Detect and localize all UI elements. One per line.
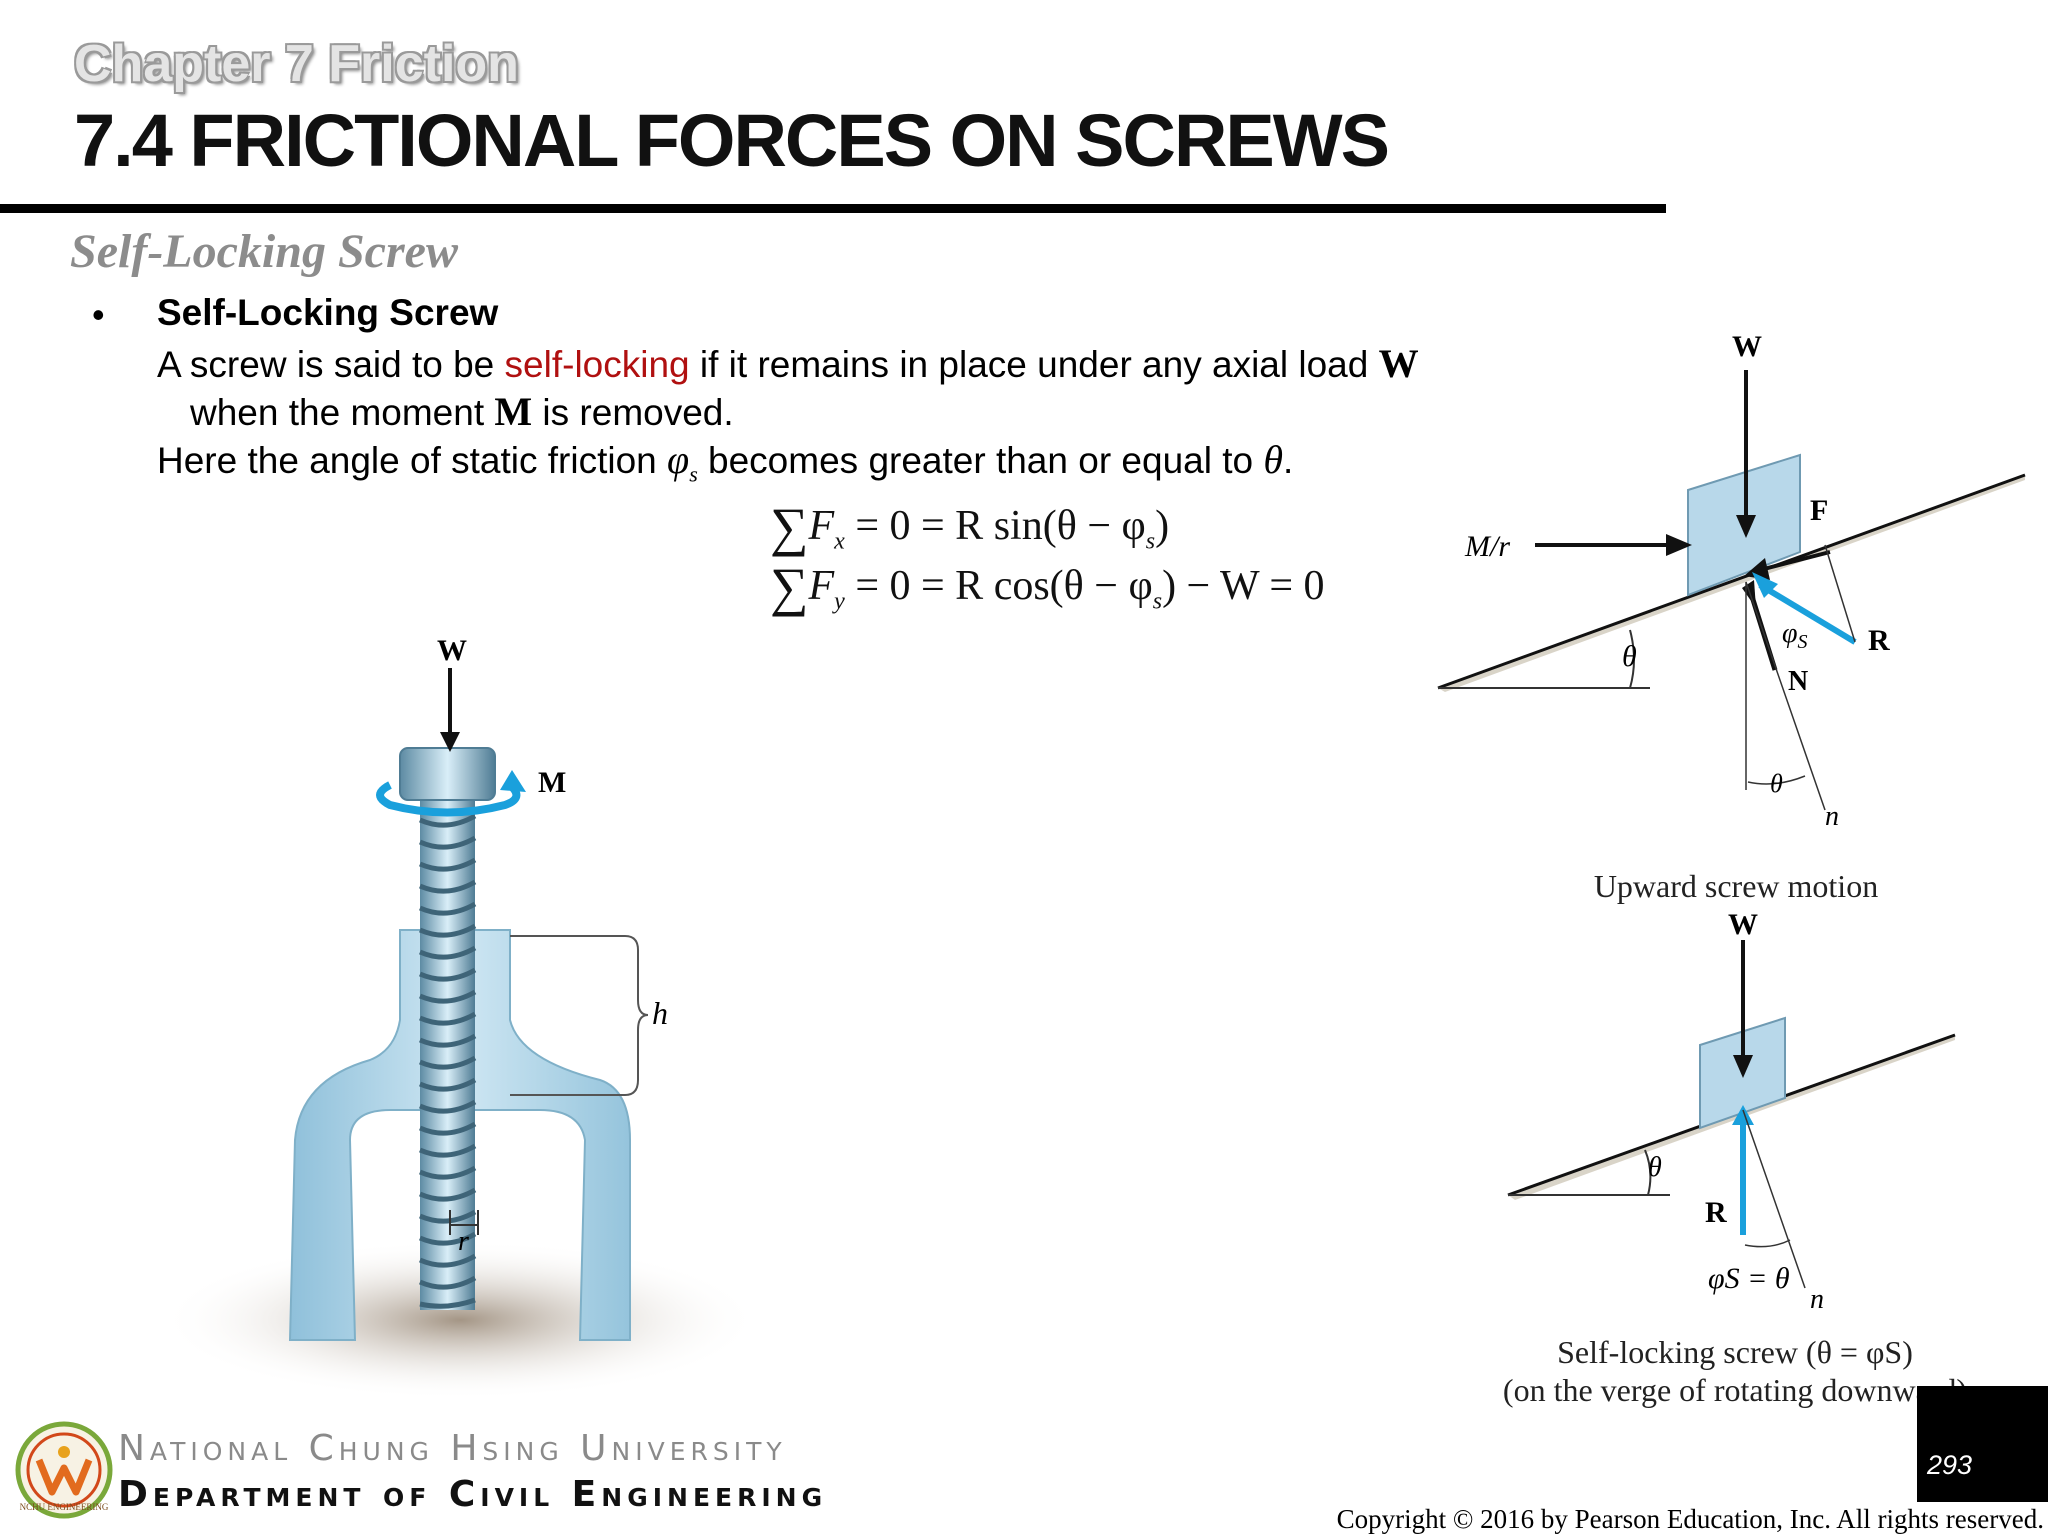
eq2-F: F <box>808 563 835 609</box>
eq1-F: F <box>808 503 835 549</box>
screw-jack-figure: W M h r <box>160 634 760 1400</box>
eq2-body: = 0 = R cos(θ − φ <box>844 563 1153 609</box>
caption-selflock-1: Self-locking screw (θ = φS) <box>1557 1334 1913 1370</box>
Mr-arrowhead <box>1666 534 1692 556</box>
label-M: M <box>538 766 566 799</box>
logo-inner-ring <box>26 1432 102 1508</box>
department-name: Department of Civil Engineering <box>118 1474 828 1515</box>
university-name: National Chung Hsing University <box>118 1428 787 1469</box>
theta-arc <box>1629 629 1635 689</box>
title-underline <box>0 204 1666 213</box>
label-W: W <box>437 634 467 667</box>
label-theta: θ <box>1622 640 1637 673</box>
theta-symbol: θ <box>1263 437 1284 482</box>
F-arrowhead <box>1744 558 1770 580</box>
W-arrowhead <box>1736 515 1756 538</box>
label-R: R <box>1868 624 1890 657</box>
screw-threads <box>418 813 477 1309</box>
phi-subscript: s <box>689 461 698 487</box>
label-theta: θ <box>1648 1152 1662 1183</box>
logo-mark <box>35 1458 93 1496</box>
line3-period: . <box>1283 440 1294 481</box>
page-title: 7.4 FRICTIONAL FORCES ON SCREWS <box>74 99 1390 182</box>
label-W: W <box>1732 330 1762 363</box>
label-phi-eq: φS = θ <box>1708 1262 1790 1295</box>
normal-n-line <box>1742 1109 1806 1289</box>
moment-arrow <box>376 781 521 817</box>
bullet-marker: • <box>92 294 105 335</box>
W-arrowhead <box>1733 1055 1753 1078</box>
upward-motion-figure: θ W M/r F R N φS θ n <box>1437 330 2026 832</box>
phi-angle-arc <box>1744 1239 1791 1248</box>
equation-sum-fx: ∑Fx = 0 = R sin(θ − φs) <box>770 496 1169 558</box>
caption-selflock-2: (on the verge of rotating downward) <box>1502 1372 1968 1408</box>
eq1-sub-x: x <box>834 528 845 555</box>
R-arrow <box>1758 582 1857 645</box>
eq2-end: ) − W = 0 <box>1162 563 1325 609</box>
line3-text-b: becomes greater than or equal to <box>697 440 1264 481</box>
section-subtitle: Self-Locking Screw <box>70 225 458 278</box>
screw-head <box>399 747 496 801</box>
R-arrowhead <box>1752 572 1778 598</box>
phi-symbol: φ <box>667 437 690 482</box>
logo-text: NCHU ENGINEERING <box>20 1502 109 1512</box>
self-locking-highlight: self-locking <box>504 344 690 385</box>
incline-line <box>1437 473 2026 690</box>
label-N: N <box>1788 666 1808 697</box>
theta-arc <box>1644 1149 1652 1196</box>
line1-text-a: A screw is said to be <box>157 344 505 385</box>
eq1-sub-s: s <box>1145 528 1156 555</box>
body-line-2: when the moment M is removed. <box>190 388 734 435</box>
chapter-label: Chapter 7 Friction <box>74 35 519 93</box>
label-theta-2: θ <box>1770 769 1783 798</box>
F-arrow <box>1759 550 1831 572</box>
eq2-sub-s: s <box>1152 588 1163 615</box>
nchu-logo: NCHU ENGINEERING <box>15 1421 113 1519</box>
sigma-symbol: ∑ <box>770 557 809 617</box>
body-line-1: A screw is said to be self-locking if it… <box>157 340 1419 387</box>
label-Mr: M/r <box>1464 530 1510 563</box>
caption-upward: Upward screw motion <box>1593 868 1879 904</box>
label-W: W <box>1728 910 1758 941</box>
R-component-line <box>1824 544 1856 643</box>
R-arrowhead <box>1732 1105 1754 1125</box>
body-line-3: Here the angle of static friction φs bec… <box>157 436 1293 487</box>
eq2-sub-y: y <box>834 588 845 615</box>
page-number-box <box>1917 1386 2048 1502</box>
equation-sum-fy: ∑Fy = 0 = R cos(θ − φs) − W = 0 <box>770 556 1325 618</box>
sigma-symbol: ∑ <box>770 497 809 557</box>
line2-text-b: is removed. <box>532 392 734 433</box>
label-n: n <box>1825 801 1839 832</box>
bullet-heading: Self-Locking Screw <box>157 292 499 333</box>
label-phi: φS <box>1782 618 1808 653</box>
line2-text-a: when the moment <box>190 392 495 433</box>
line1-text-b: if it remains in place under any axial l… <box>689 344 1379 385</box>
moment-arrowhead <box>500 770 526 792</box>
load-arrowhead <box>440 732 460 752</box>
normal-n-line <box>1745 581 1826 811</box>
copyright-notice: Copyright © 2016 by Pearson Education, I… <box>1336 1504 2044 1534</box>
h-bracket <box>510 935 649 1096</box>
label-R: R <box>1705 1196 1727 1229</box>
self-locking-figure: θ W R φS = θ n <box>1507 910 1956 1315</box>
label-n: n <box>1810 1284 1824 1315</box>
logo-dot <box>58 1446 70 1458</box>
moment-symbol-M: M <box>494 389 533 434</box>
line3-text-a: Here the angle of static friction <box>157 440 668 481</box>
eq1-end: ) <box>1155 503 1170 549</box>
label-h: h <box>652 995 668 1031</box>
label-F: F <box>1810 494 1828 527</box>
load-symbol-W: W <box>1378 341 1419 386</box>
eq1-body: = 0 = R sin(θ − φ <box>844 503 1146 549</box>
theta-angle-arc-2 <box>1747 775 1806 785</box>
page-number: 293 <box>1927 1450 1973 1480</box>
label-r: r <box>458 1226 469 1257</box>
